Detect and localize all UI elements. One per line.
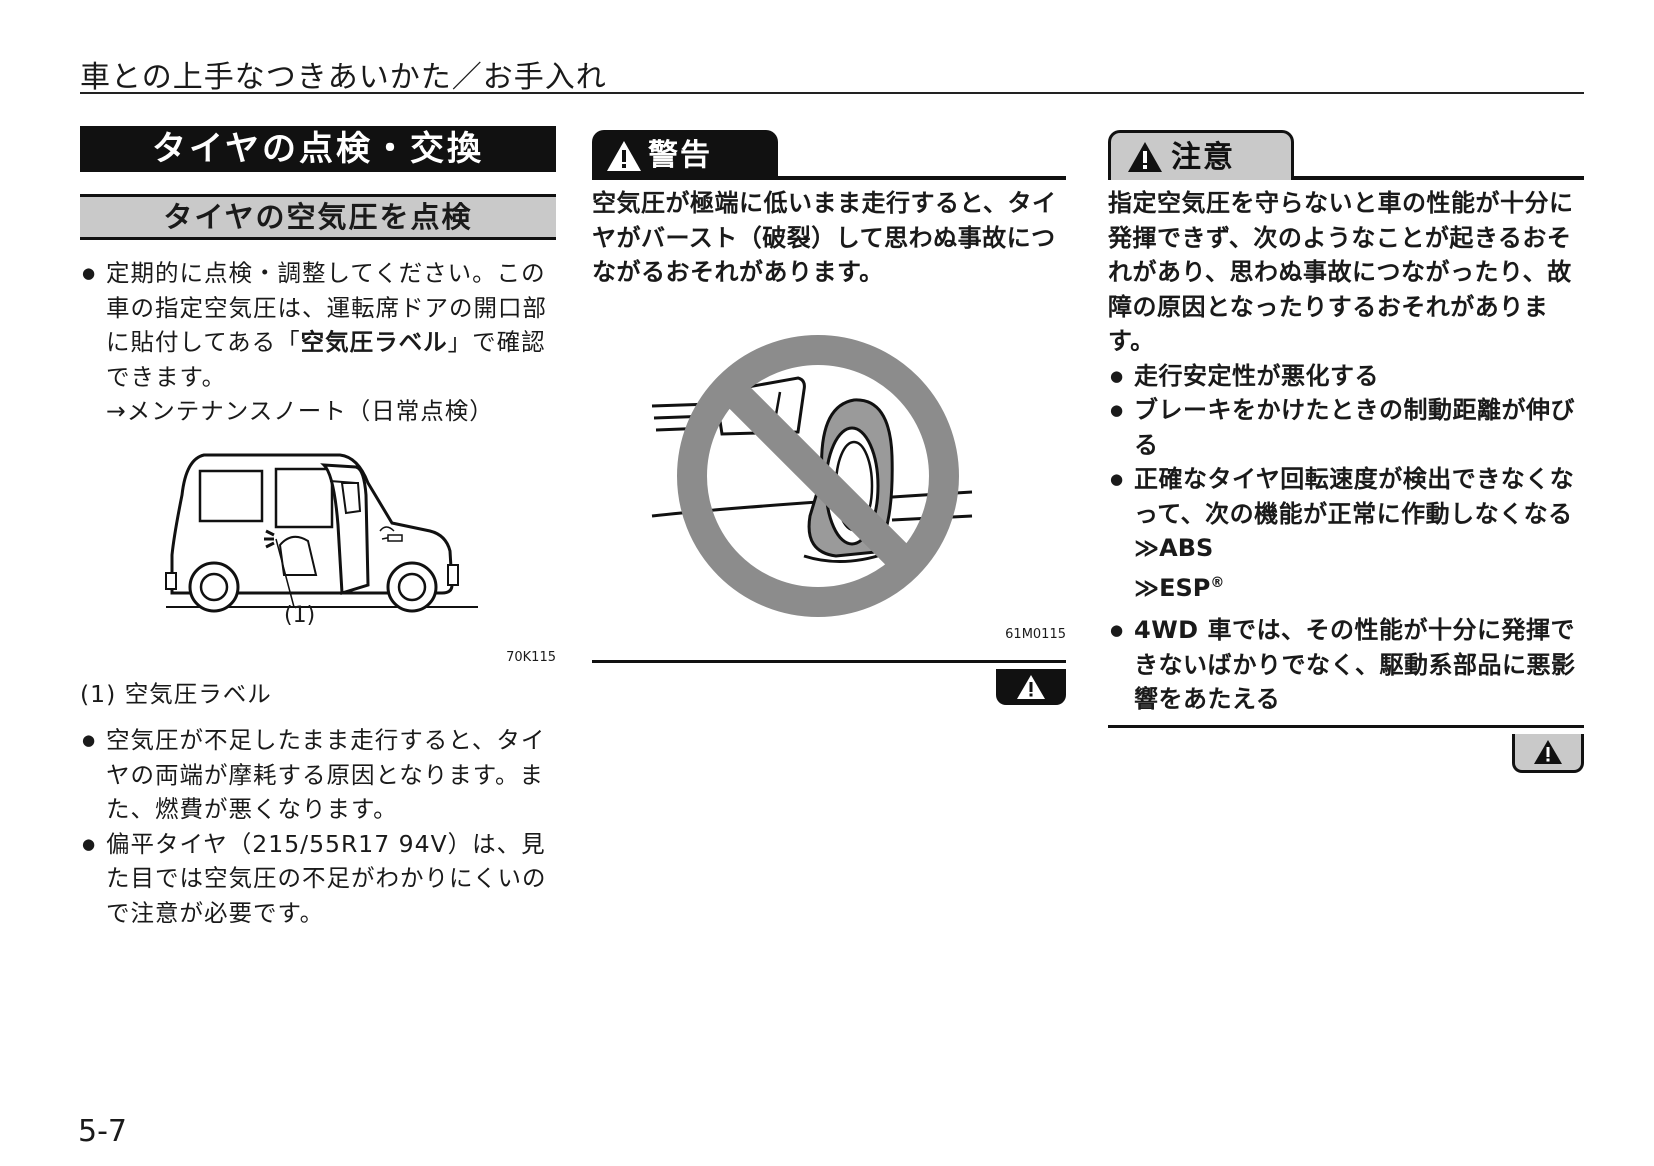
figure-callout: (1) [284,602,316,628]
label-name: 空気圧ラベル [300,328,448,356]
reference-link[interactable]: →メンテナンスノート（日常点検） [106,397,494,425]
page-header: 車との上手なつきあいかた／お手入れ [80,60,607,95]
warning-triangle-icon [607,141,641,171]
list-item: 正確なタイヤ回転速度が検出できなくなって、次の機能が正常に作動しなくなる [1108,462,1584,531]
car-illustration [165,453,478,612]
list-item: 4WD 車では、その性能が十分に発揮できないばかりでなく、駆動系部品に悪影響をあ… [1108,613,1584,717]
figure-code: 61M0115 [1005,626,1066,642]
sub-item-esp: ≫ESP® [1134,573,1225,602]
caution-end-badge [1512,733,1584,773]
caution-intro: 指定空気圧を守らないと車の性能が十分に発揮できず、次のようなことが起きるおそれが… [1108,189,1574,355]
caution-label: 注意 [1171,140,1235,175]
caution-end-divider [1108,724,1584,728]
caution-box: 注意 指定空気圧を守らないと車の性能が十分に発揮できず、次のようなことが起きるお… [1108,128,1584,773]
warning-header: 警告 [592,128,1066,180]
subsection-title: タイヤの空気圧を点検 [80,194,556,240]
section-title: タイヤの点検・交換 [80,126,556,172]
caution-triangle-icon [1534,739,1562,764]
list-item: 走行安定性が悪化する [1108,359,1584,394]
warning-label: 警告 [648,138,712,173]
list-item: 偏平タイヤ（215/55R17 94V）は、見た目では空気圧の不足がわかりにくい… [80,827,556,931]
tire-section: タイヤの点検・交換 タイヤの空気圧を点検 定期的に点検・調整してください。この車… [80,126,556,930]
list-item: 定期的に点検・調整してください。この車の指定空気圧は、運転席ドアの開口部に貼付し… [80,256,556,394]
registered-mark: ® [1210,574,1225,591]
caution-list: 走行安定性が悪化する ブレーキをかけたときの制動距離が伸びる 正確なタイヤ回転速… [1108,359,1584,532]
caution-header: 注意 [1108,128,1584,180]
warning-box: 警告 空気圧が極端に低いまま走行すると、タイヤがバースト（破裂）して思わぬ事故に… [592,128,1066,705]
notes-list: 空気圧が不足したまま走行すると、タイヤの両端が摩耗する原因となります。また、燃費… [80,723,556,930]
caution-tab: 注意 [1108,130,1294,180]
caution-list-extra: 4WD 車では、その性能が十分に発揮できないばかりでなく、駆動系部品に悪影響をあ… [1108,613,1584,717]
warning-text: 空気圧が極端に低いまま走行すると、タイヤがバースト（破裂）して思わぬ事故につなが… [592,189,1057,286]
figure-caption: (1) 空気圧ラベル [80,679,272,708]
prohibited-tire-illustration [651,334,973,617]
warning-end-badge [996,668,1066,705]
list-item: ブレーキをかけたときの制動距離が伸びる [1108,393,1584,462]
sub-item-abs: ≫ABS [1134,534,1214,562]
warning-end-divider [592,659,1066,663]
car-figure: (1) 70K115 [80,435,556,665]
inspection-list: 定期的に点検・調整してください。この車の指定空気圧は、運転席ドアの開口部に貼付し… [80,256,556,394]
warning-triangle-icon [1017,674,1045,699]
figure-code: 70K115 [506,649,556,665]
warning-tab: 警告 [592,130,778,180]
list-item: 空気圧が不足したまま走行すると、タイヤの両端が摩耗する原因となります。また、燃費… [80,723,556,827]
caution-triangle-icon [1128,142,1162,172]
header-divider [80,92,1584,94]
page-number: 5-7 [78,1114,127,1149]
burst-tire-figure: 61M0115 [592,306,1066,646]
